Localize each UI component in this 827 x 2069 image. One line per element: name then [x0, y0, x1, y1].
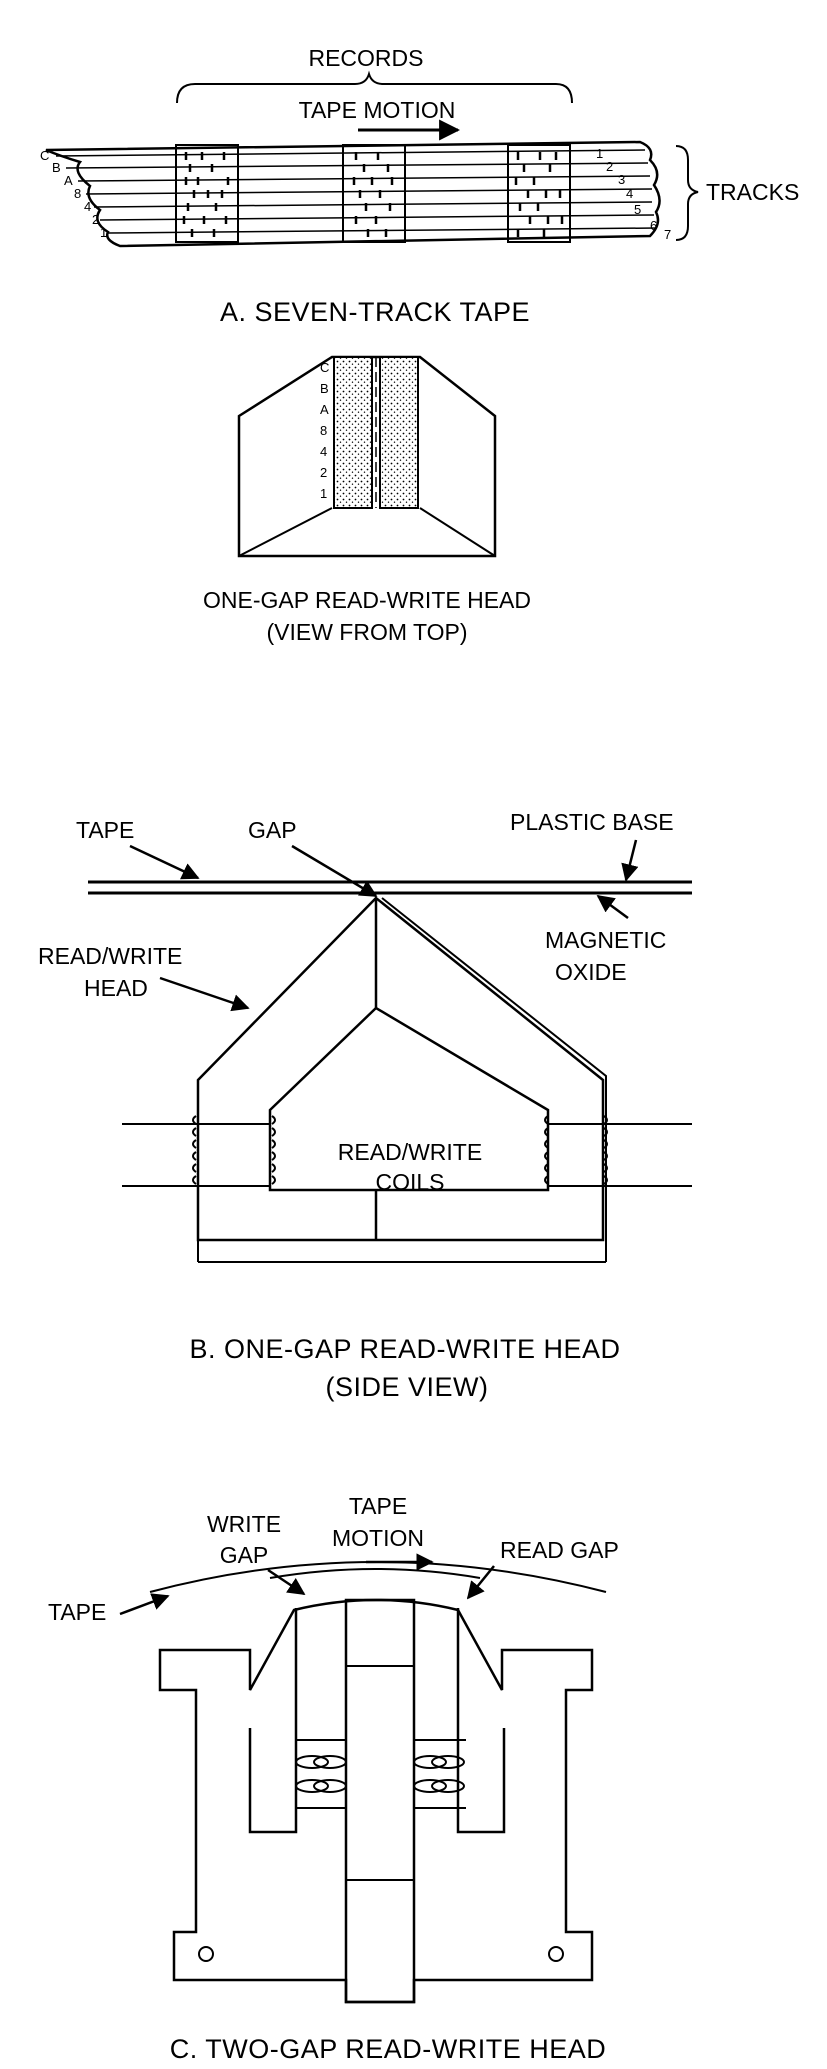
panel-b-one-gap-side-view: TAPE GAP PLASTIC BASE MAGNETIC OXIDE REA… [38, 809, 692, 1402]
head-top-caption-line1: ONE-GAP READ-WRITE HEAD [203, 587, 531, 613]
tape-strip-outline [45, 140, 661, 248]
tracks-label: TRACKS [706, 179, 799, 205]
two-gap-head-left-arm [248, 1608, 298, 1834]
head-top-left-pole [333, 356, 373, 509]
tracks-brace [675, 145, 699, 241]
track-number-6: 6 [650, 218, 657, 233]
head-top-left-bevel [238, 507, 333, 557]
head-code-a: A [320, 402, 329, 417]
panel-b-caption-line2: (SIDE VIEW) [325, 1372, 488, 1402]
track-number-4: 4 [626, 186, 633, 201]
head-code-2: 2 [320, 465, 327, 480]
panel-c-two-gap-head: TAPE MOTION WRITE GAP READ GAP TAPE [48, 1493, 619, 2064]
tape-motion-label: TAPE MOTION [299, 97, 456, 123]
tape-arrow-b [129, 844, 200, 880]
record-box-1 [175, 144, 239, 243]
write-gap-arrow [267, 1568, 306, 1596]
tape-arrow-c [119, 1593, 170, 1616]
track-number-1: 1 [596, 146, 603, 161]
coil-left [122, 1115, 276, 1187]
panel-b-caption-line1: B. ONE-GAP READ-WRITE HEAD [189, 1334, 620, 1364]
plastic-base-arrow [621, 839, 639, 882]
track-code-2: 2 [92, 212, 99, 227]
write-gap-label-line2: GAP [220, 1542, 269, 1568]
tape-label-b: TAPE [76, 817, 134, 843]
magnetic-oxide-arrow [596, 894, 629, 920]
head-core-outline [196, 896, 605, 1242]
gap-arrow-b [291, 844, 378, 898]
track-code-4: 4 [84, 199, 91, 214]
panel-a-seven-track-tape: RECORDS TAPE MOTION [40, 45, 799, 327]
head-code-c: C [320, 360, 329, 375]
record-box-3 [507, 144, 571, 243]
head-arrow-b [159, 976, 250, 1012]
mounting-hole-right [548, 1946, 564, 1962]
record-box-2 [342, 144, 406, 243]
panel-c-caption: C. TWO-GAP READ-WRITE HEAD [170, 2034, 607, 2064]
coil-right [544, 1115, 692, 1187]
two-gap-head-right-arm [456, 1608, 506, 1834]
tape-curve-c-inner [269, 1568, 481, 1579]
records-brace [176, 70, 573, 104]
track-code-8: 8 [74, 186, 81, 201]
head-code-b: B [320, 381, 329, 396]
write-gap-label-line1: WRITE [207, 1511, 281, 1537]
magnetic-oxide-label-line2: OXIDE [555, 959, 627, 985]
coils-label-line2: COILS [375, 1169, 444, 1195]
track-number-7: 7 [664, 227, 671, 242]
head-top-right-pole [379, 356, 419, 509]
magnetic-oxide-label-line1: MAGNETIC [545, 927, 666, 953]
two-gap-coils [295, 1739, 466, 1809]
track-code-b: B [52, 160, 61, 175]
track-code-a: A [64, 173, 73, 188]
head-label-line1: READ/WRITE [38, 943, 182, 969]
coils-label-line1: READ/WRITE [338, 1139, 482, 1165]
panel-a-caption: A. SEVEN-TRACK TAPE [220, 297, 530, 327]
tape-motion-label-c-line1: TAPE [349, 1493, 407, 1519]
tape-curve-c-outer [149, 1561, 607, 1593]
head-top-right-bevel [419, 507, 496, 557]
track-number-5: 5 [634, 202, 641, 217]
head-label-line2: HEAD [84, 975, 148, 1001]
records-label: RECORDS [308, 45, 423, 71]
mounting-hole-left [198, 1946, 214, 1962]
tape-label-c: TAPE [48, 1599, 106, 1625]
track-code-1: 1 [100, 225, 107, 240]
head-code-8: 8 [320, 423, 327, 438]
read-gap-label: READ GAP [500, 1537, 619, 1563]
two-gap-head-center-block [344, 1598, 416, 2004]
track-code-c: C [40, 148, 49, 163]
record-bit-marks [182, 152, 564, 237]
head-top-caption-line2: (VIEW FROM TOP) [266, 619, 467, 645]
head-code-1: 1 [320, 486, 327, 501]
track-number-3: 3 [618, 172, 625, 187]
head-code-4: 4 [320, 444, 327, 459]
plastic-base-label: PLASTIC BASE [510, 809, 674, 835]
read-gap-arrow [466, 1565, 495, 1600]
two-gap-head-outline [158, 1598, 594, 2004]
one-gap-head-top-view: C B A 8 4 2 1 ONE-GAP READ-WRITE HEAD (V… [203, 355, 531, 645]
gap-label-b: GAP [248, 817, 297, 843]
tape-motion-label-c-line2: MOTION [332, 1525, 424, 1551]
head-core-window [268, 1006, 550, 1192]
track-number-2: 2 [606, 159, 613, 174]
